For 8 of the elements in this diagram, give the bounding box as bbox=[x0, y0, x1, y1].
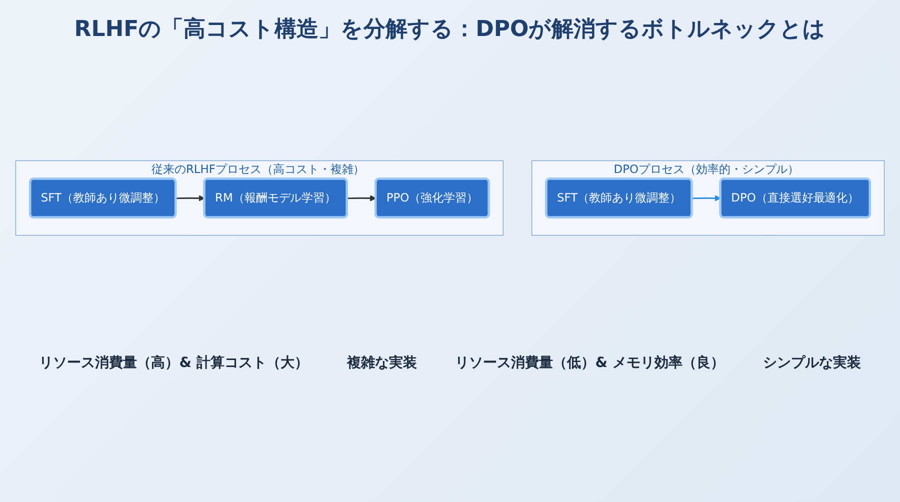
arrow bbox=[347, 195, 376, 202]
note-text: 複雑な実装 bbox=[346, 354, 417, 372]
arrow bbox=[692, 195, 721, 202]
title: RLHFの「高コスト構造」を分解する：DPOが解消するボトルネックとは bbox=[73, 16, 827, 44]
note-text: シンプルな実装 bbox=[762, 354, 861, 372]
note-text: リソース消費量（低）& メモリ効率（良） bbox=[455, 354, 724, 372]
arrow bbox=[176, 195, 205, 202]
note-text: リソース消費量（高）& 計算コスト（大） bbox=[39, 354, 308, 372]
